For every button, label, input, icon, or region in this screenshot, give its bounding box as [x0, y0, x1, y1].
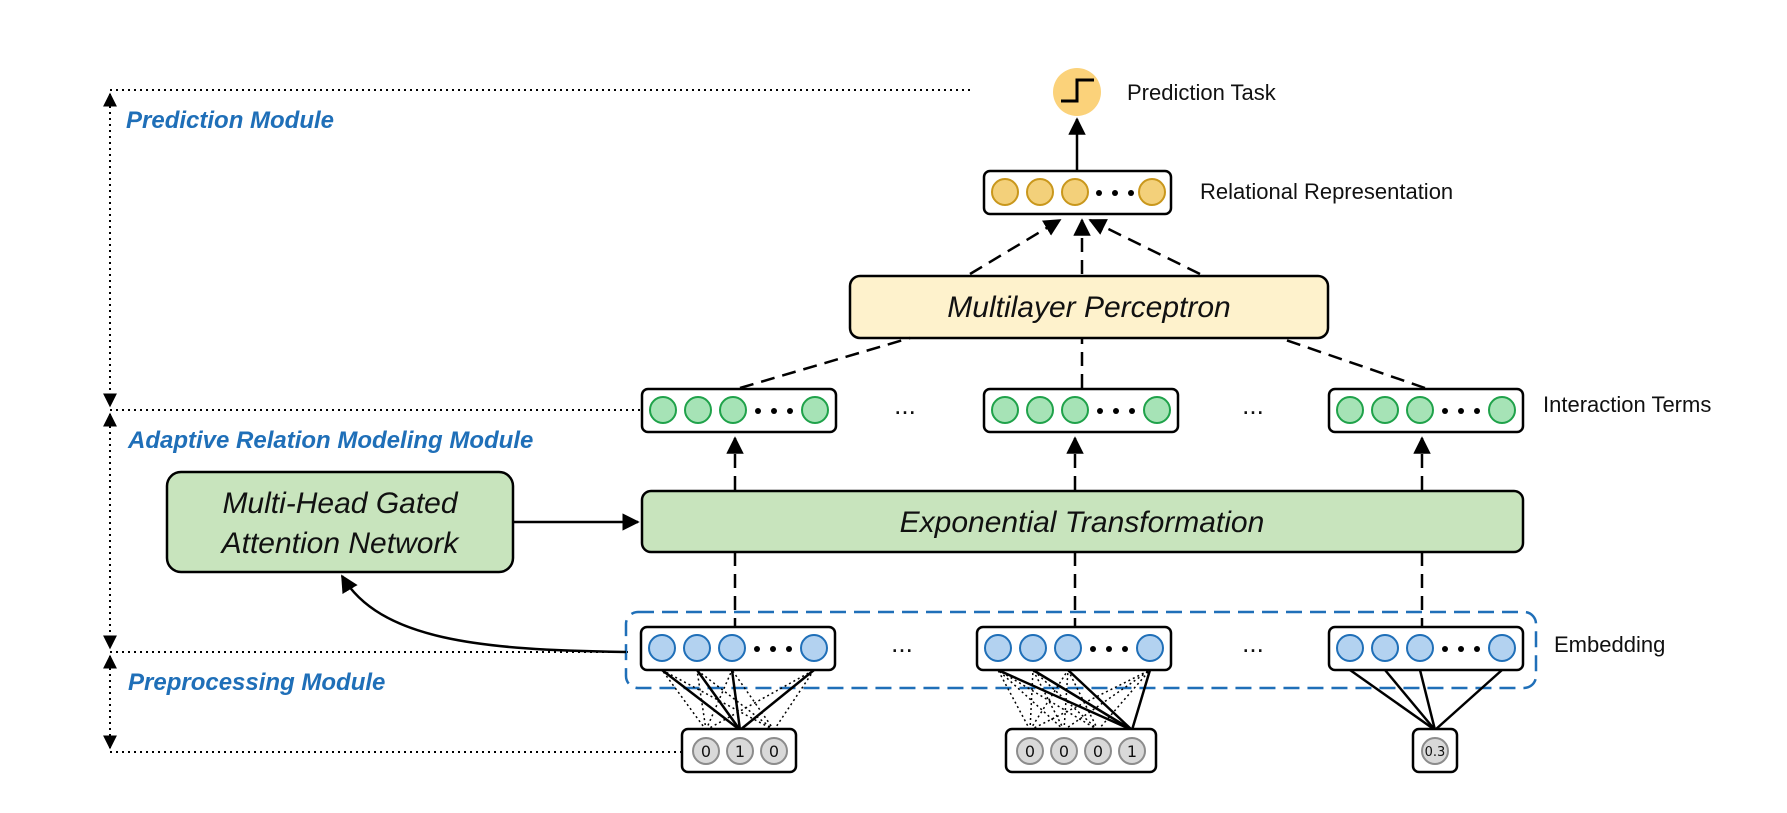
input-value: 0 — [1025, 742, 1035, 761]
embedding-label: Embedding — [1554, 632, 1666, 657]
step-function-icon — [1061, 78, 1094, 103]
input-value: 1 — [1127, 742, 1137, 761]
input-value: 0 — [769, 742, 779, 761]
interaction-terms-label: Interaction Terms — [1543, 392, 1712, 417]
prediction-module-label: Prediction Module — [126, 107, 335, 134]
embedding-frame — [624, 610, 1538, 690]
embedding-ellipsis-1: ... — [891, 628, 913, 658]
mlp-title: Multilayer Perceptron — [947, 291, 1230, 324]
exp-transform-title: Exponential Transformation — [900, 506, 1265, 539]
relational-representation-label: Relational Representation — [1200, 179, 1454, 204]
adaptive-module-label: Adaptive Relation Modeling Module — [128, 427, 534, 454]
input-value: 0 — [1059, 742, 1069, 761]
interaction-ellipsis-2: ... — [1242, 390, 1264, 420]
mlp-box: Multilayer Perceptron — [848, 274, 1330, 340]
gated-attention-box: Multi-Head Gated Attention Network — [165, 470, 515, 574]
embedding-to-exp-lines — [733, 552, 1424, 626]
input-value: 1 — [735, 742, 745, 761]
gated-attention-title-line2: Attention Network — [220, 527, 461, 560]
input-vector-1: 0 1 0 — [680, 727, 798, 774]
preprocessing-module-label: Preprocessing Module — [128, 669, 386, 696]
exp-to-interaction-arrows — [726, 436, 1431, 490]
interaction-ellipsis-1: ... — [894, 390, 916, 420]
interaction-to-mlp-lines — [739, 336, 1426, 390]
prediction-task-label: Prediction Task — [1127, 80, 1276, 105]
module-brackets — [110, 89, 970, 753]
embedding-to-gated-arrow — [340, 574, 627, 654]
input-value: 0.3 — [1425, 745, 1446, 760]
embedding-ellipsis-2: ... — [1242, 628, 1264, 658]
embedding-vector-2 — [975, 625, 1173, 672]
input-to-embedding-connections-1 — [661, 669, 815, 731]
input-vector-3: 0.3 — [1411, 727, 1459, 774]
input-value: 0 — [701, 742, 711, 761]
interaction-vector-3 — [1327, 387, 1525, 434]
input-to-embedding-connections-3 — [1349, 668, 1503, 732]
input-vector-2: 0 0 0 1 — [1004, 727, 1158, 774]
input-value: 0 — [1093, 742, 1103, 761]
interaction-vector-2 — [982, 387, 1180, 434]
input-to-embedding-connections-2 — [997, 668, 1152, 732]
embedding-vector-3 — [1327, 625, 1525, 672]
embedding-vector-1 — [639, 625, 837, 672]
relational-representation-vector — [982, 169, 1173, 216]
mlp-to-representation-arrows — [969, 218, 1201, 276]
interaction-vector-1 — [640, 387, 838, 434]
gated-attention-title-line1: Multi-Head Gated — [222, 487, 458, 520]
exponential-transformation-box: Exponential Transformation — [640, 489, 1525, 554]
